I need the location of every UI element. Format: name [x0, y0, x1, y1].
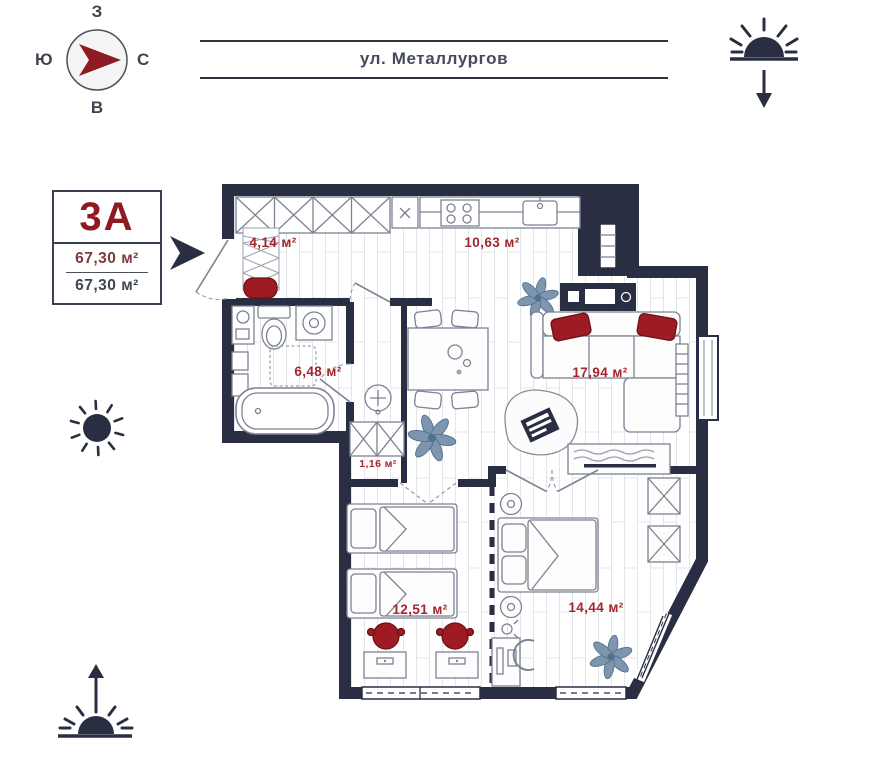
dining-table — [407, 327, 489, 391]
hallway — [235, 196, 391, 299]
up-arrow — [88, 664, 104, 678]
bath-shelf — [231, 351, 249, 371]
chair — [413, 309, 443, 329]
master-bedroom — [491, 477, 681, 700]
compass-graphic — [66, 29, 128, 91]
entry-door — [195, 239, 236, 301]
stove — [440, 199, 480, 227]
nightstand-lamp — [499, 595, 523, 619]
nightstand-lamp — [499, 492, 523, 516]
sun-half — [78, 716, 114, 734]
bedroom-window — [361, 686, 481, 700]
area-separator — [65, 272, 149, 273]
label-bedroom: 12,51 м² — [392, 602, 447, 617]
label-kitchen: 10,63 м² — [464, 235, 519, 250]
chair — [413, 390, 443, 410]
bed-double — [497, 517, 599, 593]
street-line-bottom — [200, 77, 668, 79]
diagonal-window — [633, 610, 673, 683]
tv-console — [560, 283, 636, 311]
bedroom-door — [399, 482, 457, 505]
compass-arrow — [79, 44, 121, 76]
sunrise-icon — [58, 664, 134, 738]
label-bathroom: 6,48 м² — [294, 364, 341, 379]
vanity-chair — [512, 639, 535, 671]
dining-set — [407, 309, 489, 410]
sunset-icon — [729, 17, 799, 108]
magazines — [520, 407, 560, 443]
sofa-chaise — [623, 377, 681, 433]
kitchen-counter — [419, 196, 581, 229]
rug-blob — [504, 389, 579, 456]
desk-chair-red — [366, 622, 406, 650]
unit-number: 3А — [54, 192, 160, 244]
living-room — [504, 283, 719, 493]
radiator — [675, 343, 689, 417]
label-living: 17,94 м² — [572, 365, 627, 380]
sink — [522, 200, 558, 226]
master-wardrobe — [647, 477, 681, 563]
bathtub — [235, 387, 335, 435]
bathroom — [231, 305, 351, 435]
pouf-red — [243, 277, 278, 299]
street-line-top — [200, 40, 668, 42]
apartment-shell — [222, 184, 708, 699]
compass-east-label: С — [137, 50, 150, 69]
kitchen-cabinet-x — [391, 196, 419, 229]
area-total: 67,30 м² — [75, 250, 139, 267]
label-hallway: 4,14 м² — [249, 235, 296, 250]
compass-south-label: В — [90, 98, 104, 117]
chair — [451, 390, 479, 410]
down-arrow — [756, 93, 772, 108]
bay-window — [697, 335, 719, 421]
sofa — [530, 311, 681, 433]
bathroom-door — [319, 363, 351, 403]
bedroom — [346, 482, 481, 700]
kitchen — [391, 196, 617, 269]
room-labels: 4,14 м² 10,63 м² 6,48 м² 17,94 м² 1,16 м… — [249, 235, 627, 617]
wash-basin — [364, 384, 392, 415]
compass-west-label: Ю — [35, 50, 53, 69]
kitchen-window — [599, 223, 617, 269]
closet-hatch — [349, 421, 405, 457]
compass-north-label: З — [91, 2, 103, 21]
desk-1 — [363, 651, 407, 679]
washing-machine — [295, 305, 333, 341]
compass-rose: З С В Ю — [35, 2, 159, 120]
chair — [451, 309, 479, 329]
bed-single-2 — [346, 568, 458, 619]
label-master: 14,44 м² — [568, 600, 623, 615]
desk-chair-red — [435, 622, 475, 650]
bench-rug — [567, 443, 671, 475]
bed-single-1 — [346, 503, 458, 554]
area-living: 67,30 м² — [75, 277, 139, 294]
hall-corridor-door — [349, 282, 391, 303]
sun-half — [744, 37, 784, 57]
pillow-red — [636, 313, 678, 341]
bath-vanity — [231, 305, 255, 345]
hall-wardrobe — [235, 196, 391, 234]
master-window — [555, 686, 627, 700]
label-closet: 1,16 м² — [359, 458, 397, 470]
street-label-block: ул. Металлургов — [200, 40, 668, 79]
unit-badge: 3А 67,30 м² 67,30 м² — [52, 190, 162, 305]
double-door — [505, 469, 599, 493]
desk-2 — [435, 651, 479, 679]
sun-icon — [69, 399, 125, 457]
corridor — [349, 282, 405, 457]
pillow-red — [550, 312, 592, 342]
street-name: ул. Металлургов — [359, 49, 509, 68]
bath-mat — [269, 345, 317, 387]
entry-arrow — [170, 236, 205, 270]
